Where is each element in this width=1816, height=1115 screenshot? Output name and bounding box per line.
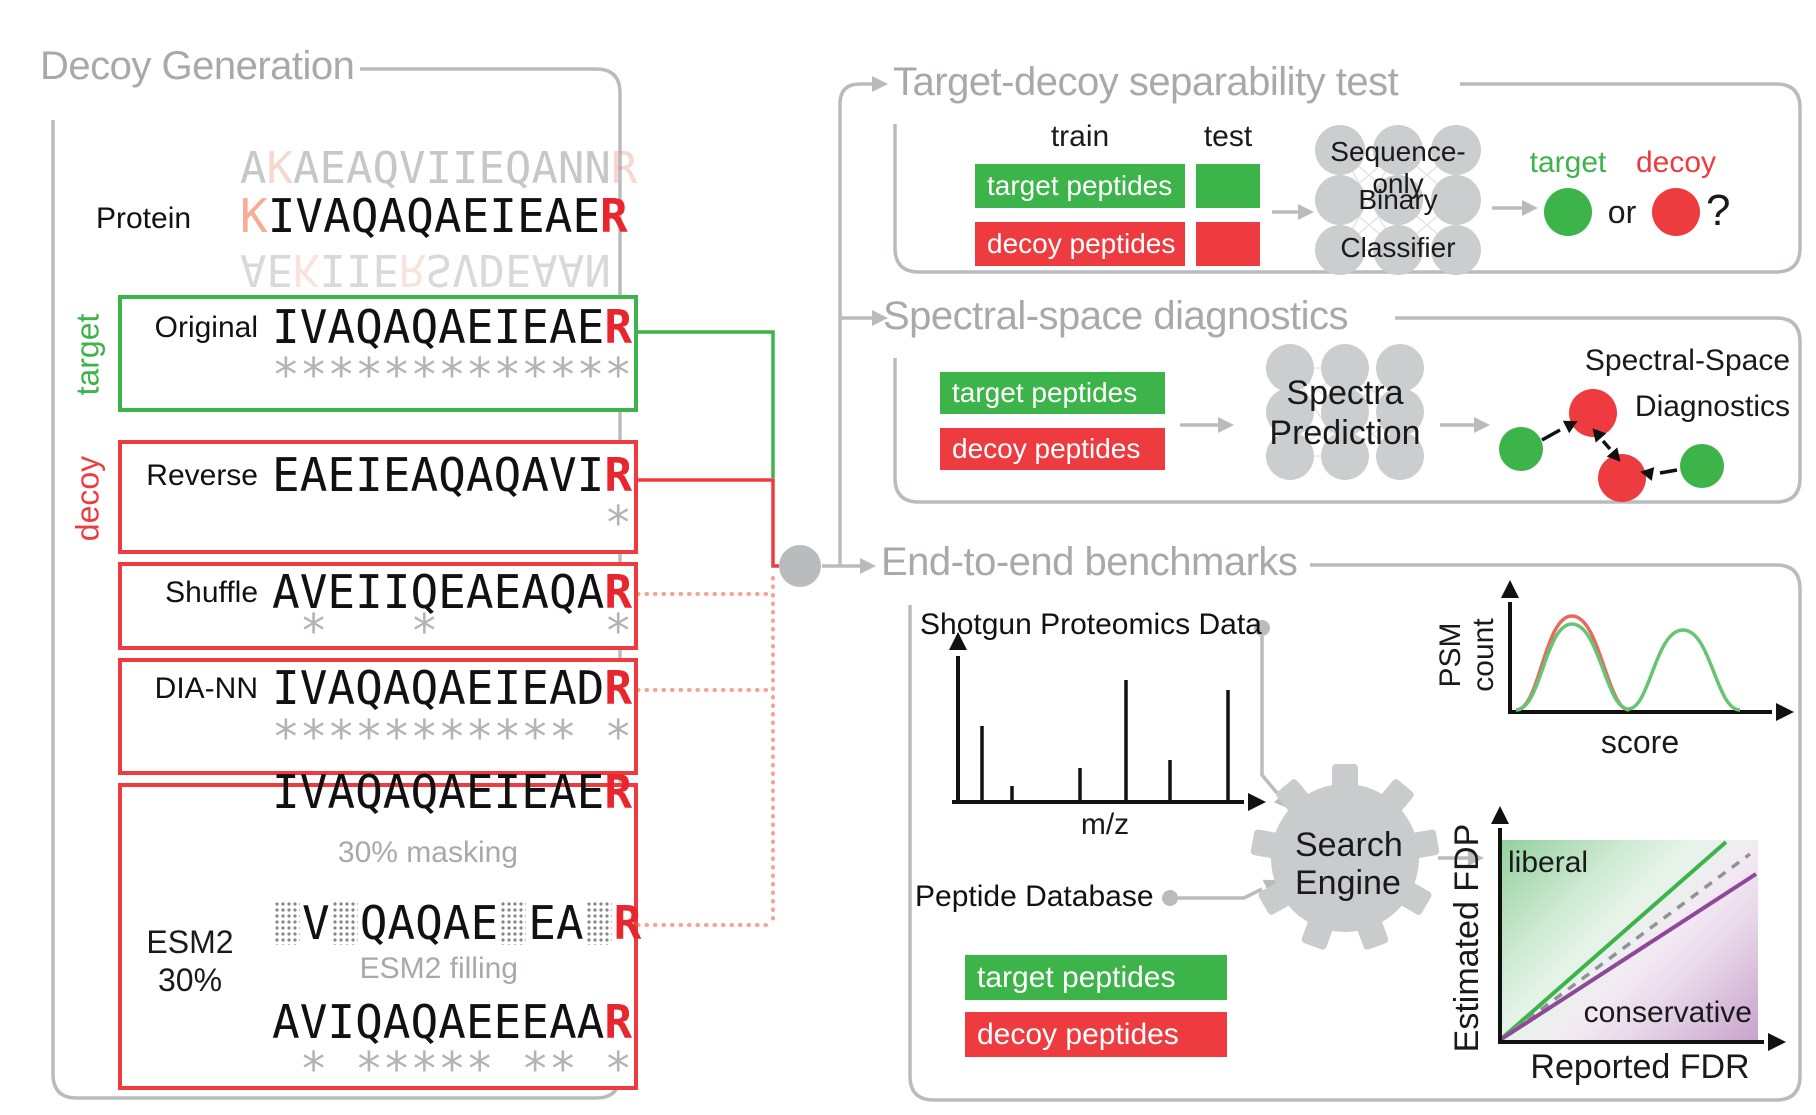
p1-test-decoy-square (1196, 222, 1260, 266)
masking-label: 30% masking (337, 836, 518, 869)
classifier-label-line3: Classifier (1340, 232, 1456, 263)
shuffle-label: Shuffle (165, 576, 258, 609)
mz-axis-label: m/z (1080, 808, 1130, 841)
protein-reflection-row: AEKIIERSVDEAAN (240, 244, 611, 296)
diann-label: DIA-NN (154, 672, 258, 705)
p1-target-peptides-bar: target peptides (975, 164, 1185, 208)
fdp-xaxis-label: Reported FDR (1530, 1048, 1750, 1086)
esm2-method-label-line1: ESM2 (146, 924, 234, 960)
diann-sequence: IVAQAQAEIEADR (272, 661, 633, 715)
decoy-class-circle (1652, 188, 1700, 236)
p1-test-target-square (1196, 164, 1260, 208)
predictor-label-line2: Prediction (1269, 414, 1421, 452)
original-label: Original (154, 311, 258, 344)
question-mark: ? (1706, 186, 1731, 235)
shotgun-proteomics-label: Shotgun Proteomics Data (920, 608, 1262, 641)
p3-target-peptides-bar: target peptides (965, 955, 1227, 1000)
esm2-method-label-line2: 30% (157, 962, 223, 998)
panel3-title: End-to-end benchmarks (881, 540, 1298, 584)
fdp-yaxis-arrow (1491, 806, 1509, 824)
target-class-circle (1544, 188, 1592, 236)
arrow-panel3 (860, 558, 876, 574)
original-asterisks: ************* (272, 348, 633, 402)
esm2-input-sequence: IVAQAQAEIEAER (272, 765, 633, 819)
psm-xaxis-arrow (1776, 703, 1794, 721)
predictor-label-line1: Spectra (1286, 374, 1404, 412)
mask-block-icon (331, 901, 358, 945)
hub-node (779, 545, 821, 587)
test-label: test (1203, 120, 1253, 153)
psm-decoy-curve (1515, 614, 1630, 712)
psm-xaxis-label: score (1600, 724, 1680, 760)
decoy-generation-title: Decoy Generation (40, 44, 355, 88)
shuffle-sequence: AVEIIQEAEAQAR (272, 565, 633, 619)
or-label: or (1607, 194, 1637, 230)
protein-sequence: KIVAQAQAEIEAER (240, 189, 628, 243)
protein-faded-row: AKAEAQVIIEQANNR (240, 143, 638, 194)
search-engine-label-line1: Search (1295, 826, 1403, 864)
reverse-wire (638, 478, 779, 568)
conservative-label: conservative (1583, 996, 1752, 1029)
reverse-sequence: EAEIEAQAQAVIR (272, 448, 633, 502)
diag-green-node-1 (1499, 427, 1543, 471)
esm2-asterisks: * ***** ** * (272, 1042, 633, 1096)
peptide-db-dot (1162, 890, 1178, 906)
esm2-output-sequence: AVIQAQAEEEAAR (272, 995, 633, 1049)
liberal-label: liberal (1508, 846, 1589, 879)
train-label: train (1050, 120, 1110, 153)
filling-label: ESM2 filling (359, 952, 518, 985)
diag-green-node-2 (1680, 444, 1724, 488)
p2-target-peptides-bar: target peptides (940, 372, 1165, 414)
protein-label: Protein (96, 202, 192, 235)
p1-target-result-label: target (1529, 146, 1607, 179)
psm-target-curve (1515, 622, 1741, 712)
psm-yaxis-arrow (1501, 580, 1519, 598)
original-sequence: IVAQAQAEIEAER (272, 300, 633, 354)
fdp-xaxis-arrow (1768, 1033, 1786, 1051)
panel1-title: Target-decoy separability test (893, 60, 1399, 104)
mask-block-icon (500, 901, 527, 945)
p1-decoy-peptides-bar: decoy peptides (975, 222, 1185, 266)
classifier-label-line2: Binary (1358, 184, 1438, 215)
p2-decoy-peptides-bar: decoy peptides (940, 428, 1165, 470)
decoy-side-label: decoy (69, 455, 106, 542)
diagnostics-label-line2: Diagnostics (1634, 390, 1790, 423)
panel2-title: Spectral-space diagnostics (883, 294, 1349, 338)
target-side-label: target (69, 313, 106, 396)
fdp-yaxis-label: Estimated FDP (1448, 823, 1486, 1053)
diann-asterisks: *********** * (272, 710, 633, 764)
diag-red-node-2 (1598, 454, 1646, 502)
mask-block-icon (274, 901, 300, 945)
reverse-asterisks: * (272, 496, 633, 550)
mz-peaks (980, 680, 1230, 800)
peptide-database-label: Peptide Database (915, 880, 1154, 913)
search-engine-label-line2: Engine (1295, 864, 1401, 902)
arrow-panel1 (872, 76, 888, 92)
target-wire (638, 330, 775, 478)
reverse-label: Reverse (146, 459, 258, 492)
p3-decoy-peptides-bar: decoy peptides (965, 1012, 1227, 1057)
mz-xaxis-arrow (1248, 793, 1266, 811)
diagnostics-label-line1: Spectral-Space (1584, 344, 1790, 377)
mask-block-icon (585, 901, 612, 945)
p1-decoy-result-label: decoy (1635, 146, 1717, 179)
